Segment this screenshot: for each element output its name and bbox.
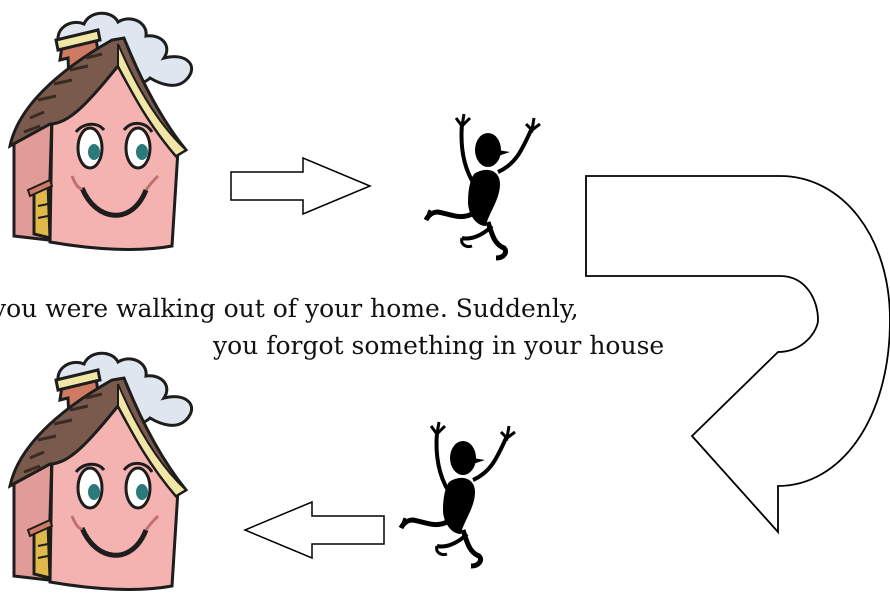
hollow-arrow-left-icon [245,502,384,558]
running-stick-figure-icon [401,422,515,566]
hollow-arrow-right-icon [231,158,370,214]
caption-line-2: you forgot something in your house [213,333,664,358]
running-stick-figure-icon [426,114,540,258]
house-with-face-icon [10,353,192,589]
house-with-face-icon [10,13,192,249]
caption-line-1: you were walking out of your home. Sudde… [0,296,579,321]
